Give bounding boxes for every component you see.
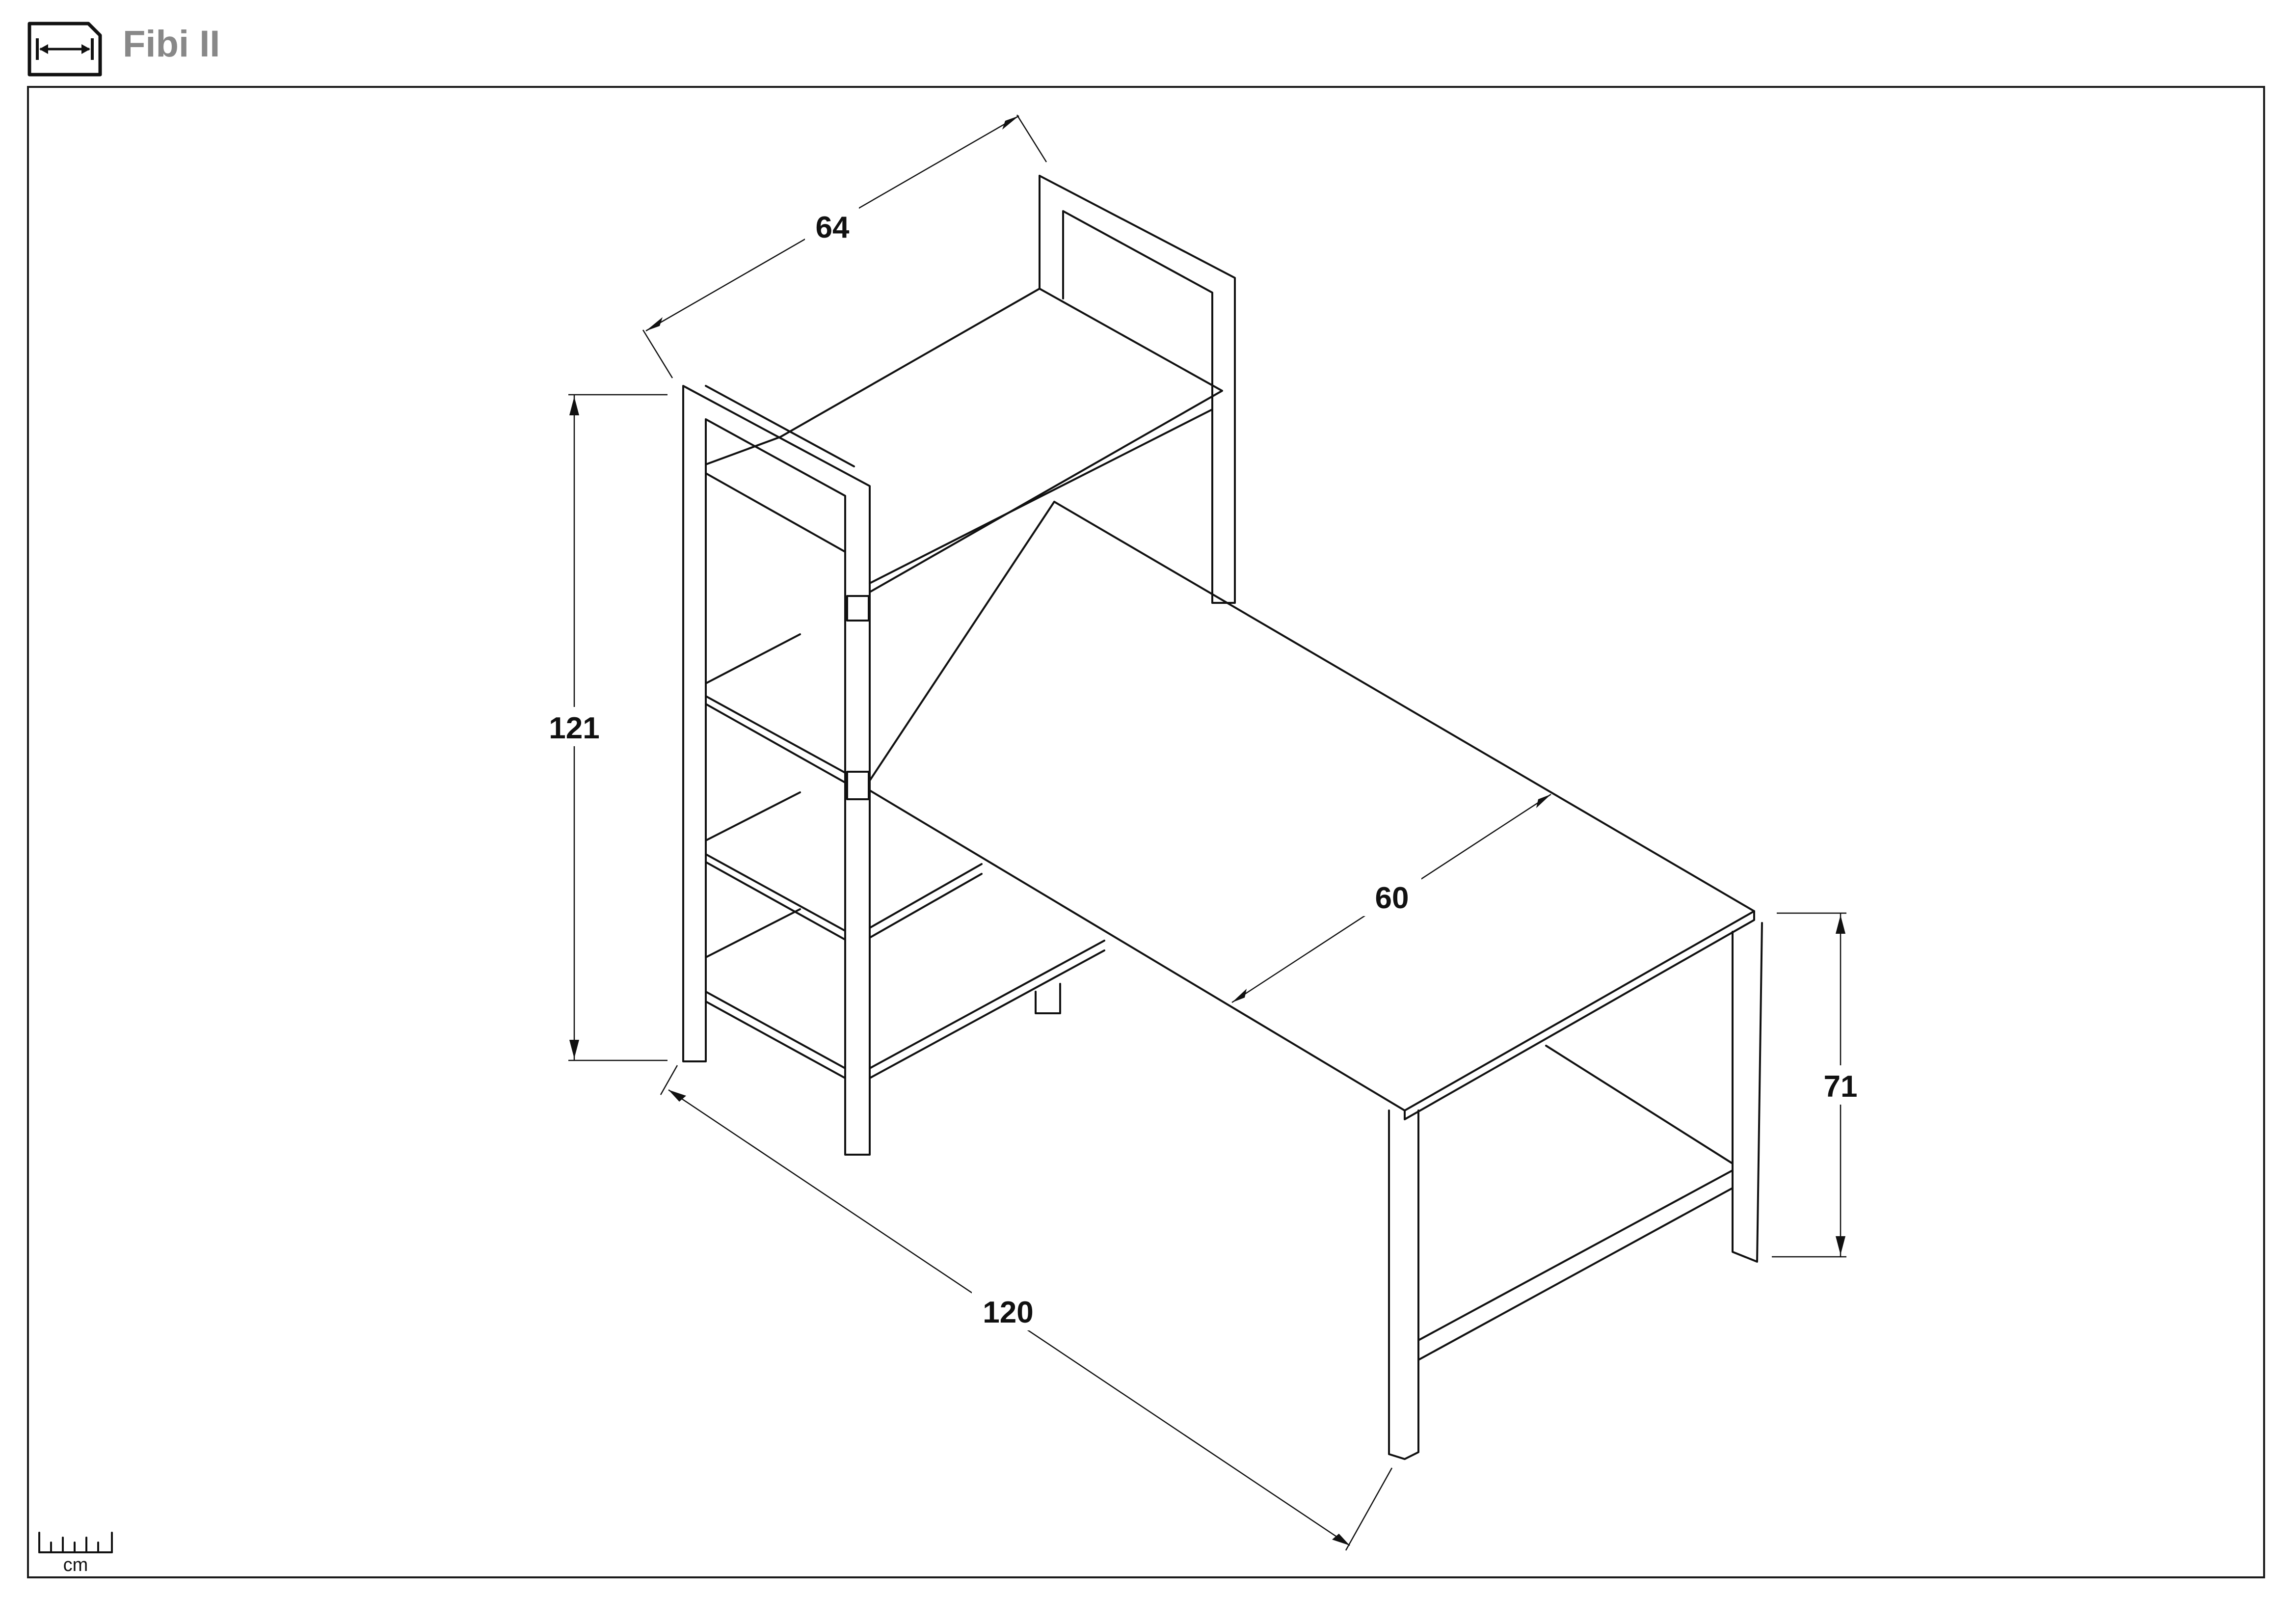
dimension-120: 120	[660, 1065, 1393, 1551]
page-title: Fibi II	[123, 23, 220, 65]
header: Fibi II	[0, 0, 2296, 79]
dimension-64: 64	[642, 114, 1047, 379]
dimension-label-60: 60	[1375, 881, 1409, 915]
ruler-icon	[38, 1532, 113, 1553]
drawing-frame	[27, 86, 2265, 1578]
dimension-121: 121	[540, 394, 667, 1061]
unit-label: cm	[63, 1555, 88, 1575]
dimension-label-64: 64	[816, 211, 850, 244]
dimension-label-121: 121	[549, 711, 599, 745]
dimension-60: 60	[1231, 793, 1551, 1003]
dimension-71: 71	[1772, 912, 1870, 1258]
dimensions-icon	[27, 22, 102, 77]
dimension-label-71: 71	[1824, 1070, 1858, 1104]
furniture-outline	[682, 175, 1763, 1460]
dimension-label-120: 120	[983, 1296, 1033, 1329]
